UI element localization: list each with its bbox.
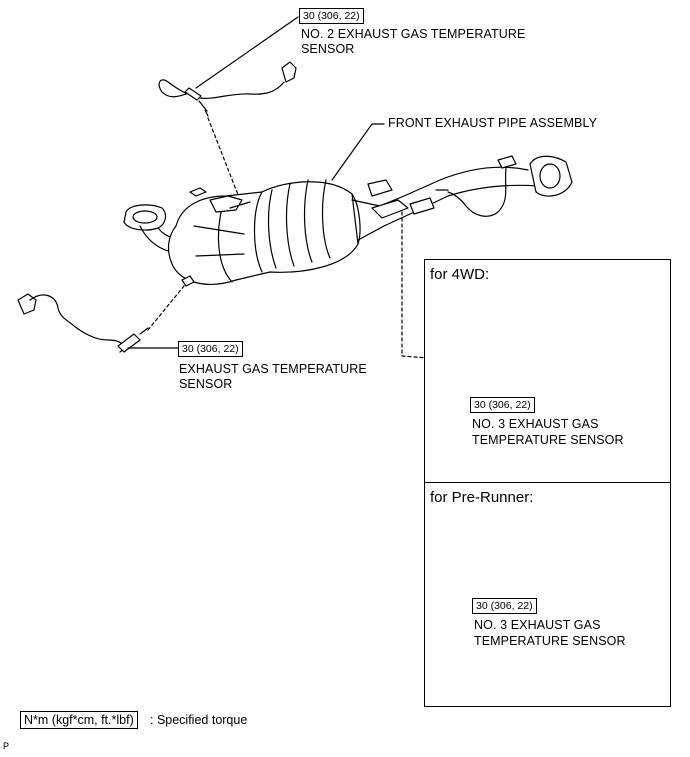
exhaust-sensor-torque-box: 30 (306, 22) — [178, 341, 243, 357]
exhaust-sensor-drawing — [17, 293, 149, 353]
pre-runner-sensor-label-line2: TEMPERATURE SENSOR — [474, 634, 626, 648]
no2-sensor-label-line1: NO. 2 EXHAUST GAS TEMPERATURE — [301, 27, 526, 41]
pre-runner-torque-box: 30 (306, 22) — [472, 598, 537, 614]
pre-runner-panel-title: for Pre-Runner: — [430, 489, 534, 506]
pre-runner-panel — [424, 482, 671, 707]
four-wd-sensor-label-line2: TEMPERATURE SENSOR — [472, 433, 624, 447]
four-wd-sensor-label-line1: NO. 3 EXHAUST GAS — [472, 417, 599, 431]
pre-runner-sensor-label-line1: NO. 3 EXHAUST GAS — [474, 618, 601, 632]
four-wd-panel — [424, 259, 671, 483]
front-exhaust-pipe-label: FRONT EXHAUST PIPE ASSEMBLY — [388, 116, 598, 130]
four-wd-torque-box: 30 (306, 22) — [470, 397, 535, 413]
four-wd-panel-title: for 4WD: — [430, 266, 490, 283]
legend-torque-unit-box: N*m (kgf*cm, ft.*lbf) — [20, 711, 138, 729]
no2-sensor-torque-box: 30 (306, 22) — [299, 8, 364, 24]
exhaust-sensor-label-line2: SENSOR — [179, 377, 233, 391]
front-exhaust-pipe-drawing — [123, 155, 573, 287]
no2-sensor-drawing — [158, 61, 297, 117]
legend-description: : Specified torque — [150, 713, 248, 727]
footer-code: P — [3, 741, 10, 751]
no2-sensor-label-line2: SENSOR — [301, 42, 355, 56]
exhaust-sensor-label-line1: EXHAUST GAS TEMPERATURE — [179, 362, 367, 376]
